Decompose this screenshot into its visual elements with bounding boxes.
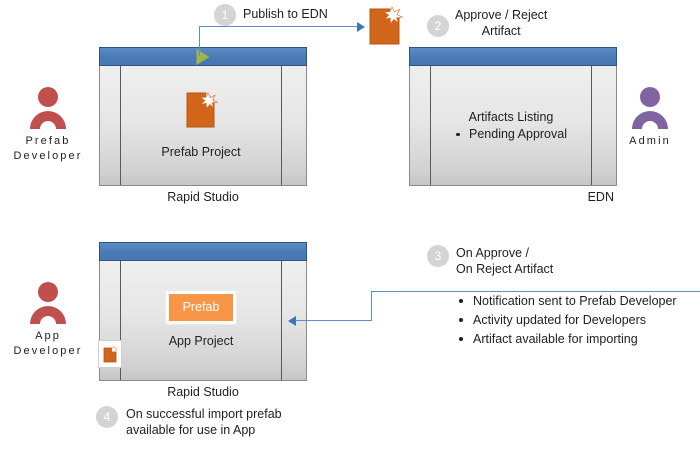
person-icon — [2, 84, 94, 130]
list-item: Notification sent to Prefab Developer — [456, 292, 696, 310]
step-4-text: On successful import prefab available fo… — [126, 407, 282, 437]
persona-label: App Developer — [13, 330, 83, 357]
panel-divider-left — [430, 66, 431, 185]
list-item: Artifact available for importing — [456, 330, 696, 348]
panel-divider-right — [281, 66, 282, 185]
person-icon — [604, 84, 696, 130]
panel-divider-left — [120, 66, 121, 185]
panel-divider-right — [281, 261, 282, 380]
window-titlebar — [99, 242, 307, 261]
persona-label: Prefab Developer — [13, 135, 83, 162]
connector-3-horizontal-top — [371, 291, 700, 292]
window-content-label: App Project — [168, 334, 234, 348]
artifacts-listing-bullet: Pending Approval — [455, 126, 567, 143]
window-caption: Rapid Studio — [167, 385, 239, 399]
persona-app-developer: App Developer — [2, 279, 94, 359]
step-2-number: 2 — [427, 15, 449, 37]
bullet-dot — [456, 132, 460, 136]
bullet-label: Pending Approval — [469, 126, 567, 141]
connector-3-horizontal-bottom — [296, 320, 372, 321]
panel-divider-right — [591, 66, 592, 185]
artifact-icon-published — [367, 5, 404, 52]
step-3-number: 3 — [427, 245, 449, 267]
window-body: Artifacts Listing Pending Approval — [409, 66, 617, 186]
person-icon — [2, 279, 94, 325]
artifacts-listing-title: Artifacts Listing — [468, 109, 554, 124]
persona-admin: Admin — [604, 84, 696, 149]
step-1-text: Publish to EDN — [243, 7, 328, 21]
persona-prefab-developer: Prefab Developer — [2, 84, 94, 164]
connector-3-vertical — [371, 291, 372, 321]
connector-3-arrowhead — [288, 316, 296, 326]
prefab-badge[interactable]: Prefab — [165, 291, 237, 324]
window-caption: Rapid Studio — [167, 190, 239, 204]
connector-1-vertical — [199, 26, 200, 56]
window-content-label: Prefab Project — [161, 145, 241, 159]
step-3-text: On Approve / On Reject Artifact — [456, 246, 554, 276]
window-caption: EDN — [587, 190, 614, 204]
step-4-number: 4 — [96, 406, 118, 428]
connector-1-arrowhead — [357, 22, 365, 32]
window-body: Prefab App Project — [98, 261, 307, 381]
window-content: Artifacts Listing Pending Approval — [431, 66, 591, 185]
connector-1-horizontal — [199, 26, 359, 27]
window-rapid-studio-app[interactable]: Prefab App Project Rapid Studio — [98, 242, 307, 399]
window-titlebar — [409, 47, 617, 66]
outcome-list: Notification sent to Prefab Developer Ac… — [456, 292, 696, 349]
window-edn[interactable]: Artifacts Listing Pending Approval EDN — [409, 47, 617, 204]
window-titlebar — [99, 47, 307, 66]
artifact-icon — [184, 90, 219, 135]
persona-label: Admin — [629, 135, 671, 147]
window-rapid-studio-prefab[interactable]: Prefab Project Rapid Studio — [99, 47, 307, 204]
step-1-number: 1 — [214, 4, 236, 26]
panel-divider-left — [120, 261, 121, 380]
artifact-chip-icon[interactable] — [98, 340, 122, 368]
window-content: Prefab App Project — [121, 261, 281, 380]
window-body: Prefab Project — [99, 66, 307, 186]
window-content: Prefab Project — [121, 66, 281, 185]
step-2-text: Approve / Reject Artifact — [455, 8, 548, 38]
list-item: Activity updated for Developers — [456, 311, 696, 329]
